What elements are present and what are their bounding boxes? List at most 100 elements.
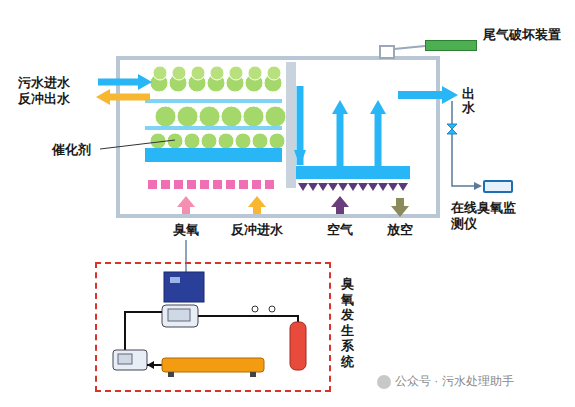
system-frame: 臭氧发生系统 [95,262,331,392]
tank [118,58,438,216]
catalyst-ball [184,133,200,149]
node-label: 在线臭氧监测仪 [451,200,521,231]
diffuser [148,180,157,189]
flow-head [332,100,348,114]
diffuser [213,180,222,189]
inlet-arrow [98,79,140,86]
vent [380,46,394,58]
part-label: 出水 [462,87,475,116]
air-nozzle [368,183,378,191]
catalyst-ball [201,133,217,149]
catalyst-ball [269,133,285,149]
drain-arrow [396,198,404,207]
air-nozzle [318,183,328,191]
leader-line [100,140,175,149]
air-nozzle [378,183,388,191]
diffuser [200,180,209,189]
air-head [331,196,349,207]
flow-head [370,100,386,114]
air-diffusers [298,183,408,191]
part-label: 反冲进水 [231,222,283,238]
compressor [113,350,147,370]
drain-head [391,206,409,217]
part-label: 空气 [327,222,353,238]
line-head [147,361,154,369]
part-label: 放空 [387,222,413,238]
gas-line [125,312,162,350]
air-nozzle [338,183,348,191]
inlet-head [138,74,152,90]
backwash-head [96,89,110,105]
water-band [145,148,282,162]
catalyst-ball [265,106,286,127]
ozone-arrow [182,206,190,214]
air-nozzle [398,183,408,191]
outlet-head [442,86,458,104]
catalyst-ball [248,66,262,80]
flow-up [337,112,344,166]
catalyst-ball [229,66,243,80]
catalyst-ball [243,106,264,127]
diffuser [226,180,235,189]
part-label: 反冲出水 [18,91,70,107]
foot [250,372,256,377]
gas-line [198,316,298,330]
catalyst-ball [191,66,205,80]
foot [168,372,174,377]
air-nozzle [298,183,308,191]
panel [168,309,190,321]
air-nozzle [328,183,338,191]
backwash-head [248,196,266,207]
outlet-arrow [398,91,445,99]
catalyst-balls [150,66,286,149]
tail-gas-device: 尾气破坏装置 [425,40,477,51]
divider [286,62,296,188]
ozone-pipe [185,240,187,272]
ozone-head [177,196,195,207]
layer-band [145,126,282,130]
gauge [252,306,258,312]
catalyst-ball [153,66,167,80]
air-nozzle [358,183,368,191]
air-nozzle [308,183,318,191]
panel [170,277,180,283]
catalyst-ball [155,106,176,127]
layer-band [145,99,282,103]
gas-cylinder [290,322,306,370]
catalyst-ball [172,66,186,80]
ozone-diffusers [148,180,274,189]
gauge [269,306,275,312]
part-label: 污水进水 [18,75,70,91]
air-tank [162,358,264,372]
catalyst-ball [177,106,198,127]
air-nozzle [388,183,398,191]
part-label: 催化剂 [52,142,91,158]
water-band [296,166,410,179]
part-label: 臭氧 [173,222,199,238]
backwash-arrow [253,206,261,214]
node-label: 臭氧发生系统 [341,276,354,370]
sample-head [474,182,482,190]
diffuser [265,180,274,189]
flow-up [375,112,382,166]
panel [118,354,132,364]
watermark-icon [377,375,391,389]
air-nozzle [348,183,358,191]
diffuser [174,180,183,189]
watermark: 公众号 · 污水处理助手 [395,374,514,388]
catalyst-ball [267,66,281,80]
diffuser [239,180,248,189]
flow-head [294,150,306,166]
air-arrow [336,206,344,214]
node-label: 尾气破坏装置 [483,27,561,43]
catalyst-ball [210,66,224,80]
diffuser [161,180,170,189]
diffuser [187,180,196,189]
catalyst-ball [252,133,268,149]
ozone-generator [164,272,204,302]
vent-pipe [394,46,425,49]
diffuser [252,180,261,189]
dryer [162,305,198,327]
catalyst-ball [221,106,242,127]
catalyst-ball [235,133,251,149]
